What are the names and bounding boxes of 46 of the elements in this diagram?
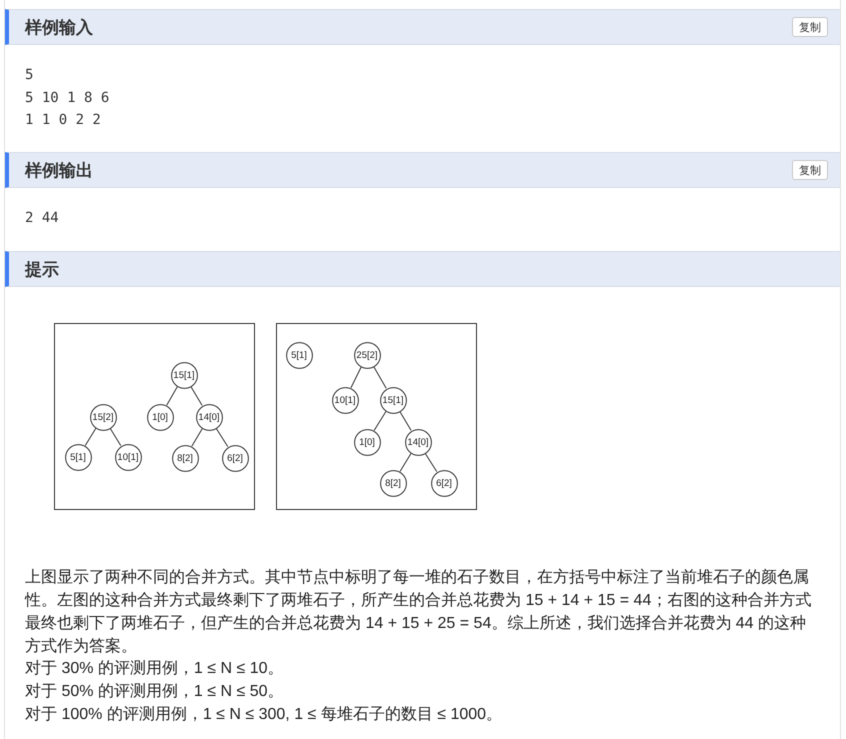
note-line: 对于 30% 的评测用例，1 ≤ N ≤ 10。: [25, 658, 284, 679]
node-label: 5[1]: [70, 452, 86, 462]
node-label: 6[2]: [436, 478, 452, 488]
copy-button: 复制: [792, 160, 828, 180]
tree-edge: [374, 411, 386, 431]
tree-edge: [110, 428, 122, 446]
code-line: 1 1 0 2 2: [25, 111, 101, 129]
node-label: 10[1]: [334, 394, 356, 406]
node-label: 10[1]: [117, 452, 139, 462]
node-label: 5[1]: [291, 350, 307, 360]
section-title: 样例输出: [25, 160, 93, 182]
paragraph: 上图显示了两种不同的合并方式。其中节点中标明了每一堆的石子数目，在方括号中标注了当前堆石子的颜色属性。左图的这种合并方式最终剩下了两堆石子，所产生的合并总花费为 15 + 14 + 15 = 44；右图的这种合并方式最终也剩下了两堆石子，但产生的合并总花费为 14 + 15 + 25 = 54。综上所述，我们选择合并花费为 44 的这种方式作为答案。: [25, 568, 812, 657]
node-label: 1[0]: [152, 412, 168, 422]
node-label: 8[2]: [177, 452, 193, 464]
node-label: 6[2]: [227, 452, 243, 464]
section-title: 提示: [25, 258, 59, 280]
tree-edge: [190, 386, 203, 406]
figure-frame: [54, 323, 255, 510]
tree-edge: [424, 452, 438, 472]
tree-edge: [373, 366, 387, 389]
tree-edge: [191, 428, 203, 447]
tree-edge: [166, 386, 178, 406]
tree-edge: [350, 366, 362, 388]
section-header: [5, 251, 840, 287]
node-label: 8[2]: [385, 478, 401, 488]
note-line: 对于 50% 的评测用例，1 ≤ N ≤ 50。: [25, 682, 284, 702]
tree-edge: [216, 428, 228, 448]
code-line: 5 10 1 8 6: [25, 89, 110, 107]
node-label: 15[1]: [173, 370, 195, 380]
tree-edge: [84, 428, 96, 446]
section-header: [5, 9, 840, 45]
code-line: 2 44: [25, 209, 59, 227]
tree-edge: [400, 453, 412, 472]
code-line: 5: [25, 66, 34, 84]
node-label: 15[2]: [92, 412, 114, 422]
section-title: 样例输入: [25, 16, 93, 38]
section-header: [5, 152, 840, 188]
node-label: 14[0]: [198, 412, 220, 422]
copy-button: 复制: [792, 17, 828, 37]
node-label: 25[2]: [356, 350, 378, 360]
node-label: 15[1]: [382, 394, 404, 406]
tree-edge: [399, 411, 412, 431]
node-label: 1[0]: [359, 436, 375, 448]
node-label: 14[0]: [407, 436, 429, 448]
figure-frame: [276, 323, 477, 510]
note-line: 对于 100% 的评测用例，1 ≤ N ≤ 300, 1 ≤ 每堆石子的数目 ≤ 1000。: [25, 704, 502, 725]
